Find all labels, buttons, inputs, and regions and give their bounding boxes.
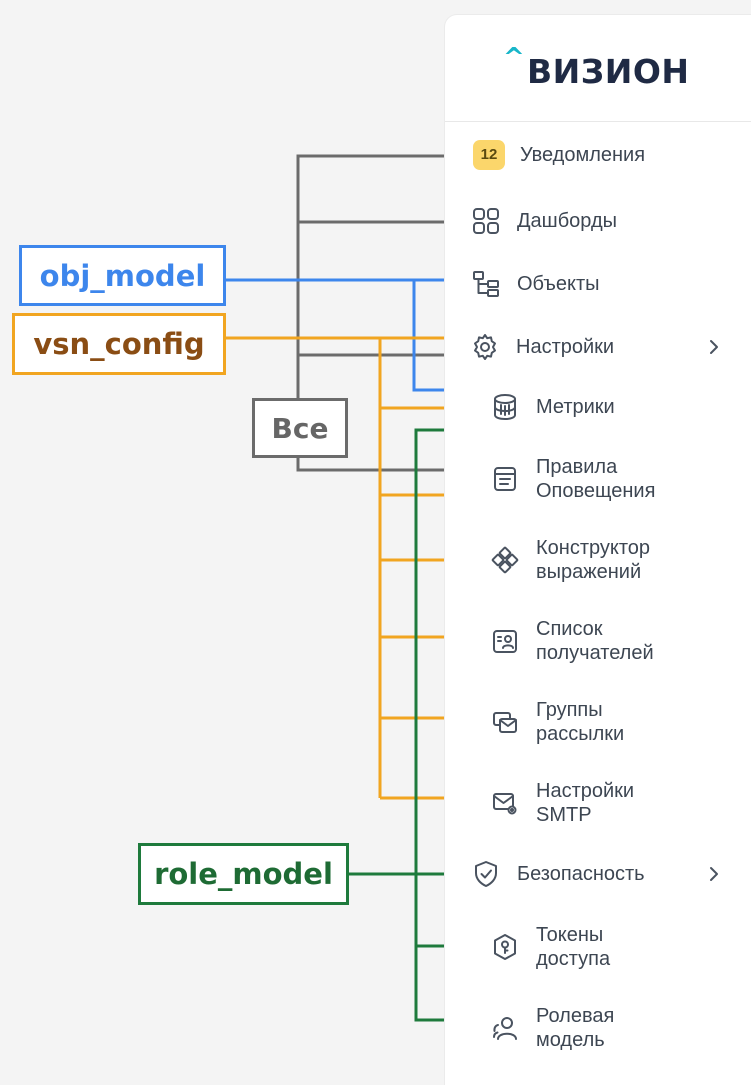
chevron-right-icon[interactable] bbox=[702, 335, 726, 359]
all-box: Все bbox=[252, 398, 348, 458]
sidebar-item-expression-builder[interactable]: Конструктор выражений bbox=[488, 536, 650, 584]
sidebar-item-dashboards[interactable]: Дашборды bbox=[469, 204, 617, 238]
database-icon bbox=[488, 390, 522, 424]
all-connectors bbox=[296, 151, 479, 475]
sidebar-item-label: Безопасность bbox=[517, 863, 645, 885]
gear-icon bbox=[468, 330, 502, 364]
sidebar-item-label: Токены доступа bbox=[536, 924, 611, 970]
logo-wordmark: ВИЗИОН bbox=[527, 52, 690, 91]
logo-caret: ^ bbox=[503, 43, 526, 73]
vsn-config-box: vsn_config bbox=[12, 313, 226, 375]
sidebar-item-label: Настройки bbox=[516, 336, 615, 358]
sidebar-item-objects[interactable]: Объекты bbox=[469, 267, 599, 301]
sidebar-item-label: Конструктор выражений bbox=[536, 537, 651, 583]
token-key-icon bbox=[488, 930, 522, 964]
sidebar-item-label: Уведомления bbox=[520, 144, 646, 166]
sidebar-item-label: Настройки SMTP bbox=[536, 780, 635, 826]
mail-group-icon bbox=[488, 705, 522, 739]
obj-model-connectors bbox=[226, 275, 479, 395]
logo-area: ^ ВИЗИОН bbox=[445, 15, 751, 122]
dashboard-grid-icon bbox=[469, 204, 503, 238]
sidebar-item-settings[interactable]: Настройки bbox=[468, 330, 614, 364]
obj-model-box: obj_model bbox=[19, 245, 226, 306]
recipients-list-icon bbox=[488, 624, 522, 658]
sidebar-item-recipients[interactable]: Список получателей bbox=[488, 617, 654, 665]
chevron-right-icon[interactable] bbox=[702, 862, 726, 886]
document-rules-icon bbox=[488, 462, 522, 496]
sidebar-item-label: Метрики bbox=[536, 396, 615, 418]
sidebar-item-label: Правила Оповещения bbox=[536, 456, 656, 502]
notifications-badge: 12 bbox=[472, 138, 506, 172]
sidebar-item-notifications[interactable]: 12 Уведомления bbox=[472, 138, 645, 172]
sidebar-item-label: Группы рассылки bbox=[536, 699, 625, 745]
sidebar-item-mail-groups[interactable]: Группы рассылки bbox=[488, 698, 624, 746]
sidebar-item-label: Дашборды bbox=[517, 210, 617, 232]
mail-settings-icon bbox=[488, 786, 522, 820]
sidebar-item-role-model[interactable]: Ролевая модель bbox=[488, 1004, 614, 1052]
users-role-icon bbox=[488, 1011, 522, 1045]
sidebar-item-label: Ролевая модель bbox=[536, 1005, 615, 1051]
sidebar-item-label: Список получателей bbox=[536, 618, 654, 664]
shield-check-icon bbox=[469, 857, 503, 891]
sidebar-item-security[interactable]: Безопасность bbox=[469, 857, 645, 891]
sidebar-item-label: Объекты bbox=[517, 273, 600, 295]
sidebar-item-access-tokens[interactable]: Токены доступа bbox=[488, 923, 610, 971]
vizion-logo[interactable]: ^ ВИЗИОН bbox=[503, 45, 690, 91]
sidebar-panel: ^ ВИЗИОН bbox=[445, 15, 751, 1085]
sidebar-item-alert-rules[interactable]: Правила Оповещения bbox=[488, 455, 655, 503]
sidebar-item-smtp-settings[interactable]: Настройки SMTP bbox=[488, 779, 634, 827]
sidebar-item-metrics[interactable]: Метрики bbox=[488, 390, 615, 424]
hierarchy-tree-icon bbox=[469, 267, 503, 301]
expression-builder-icon bbox=[488, 543, 522, 577]
role-model-box: role_model bbox=[138, 843, 349, 905]
